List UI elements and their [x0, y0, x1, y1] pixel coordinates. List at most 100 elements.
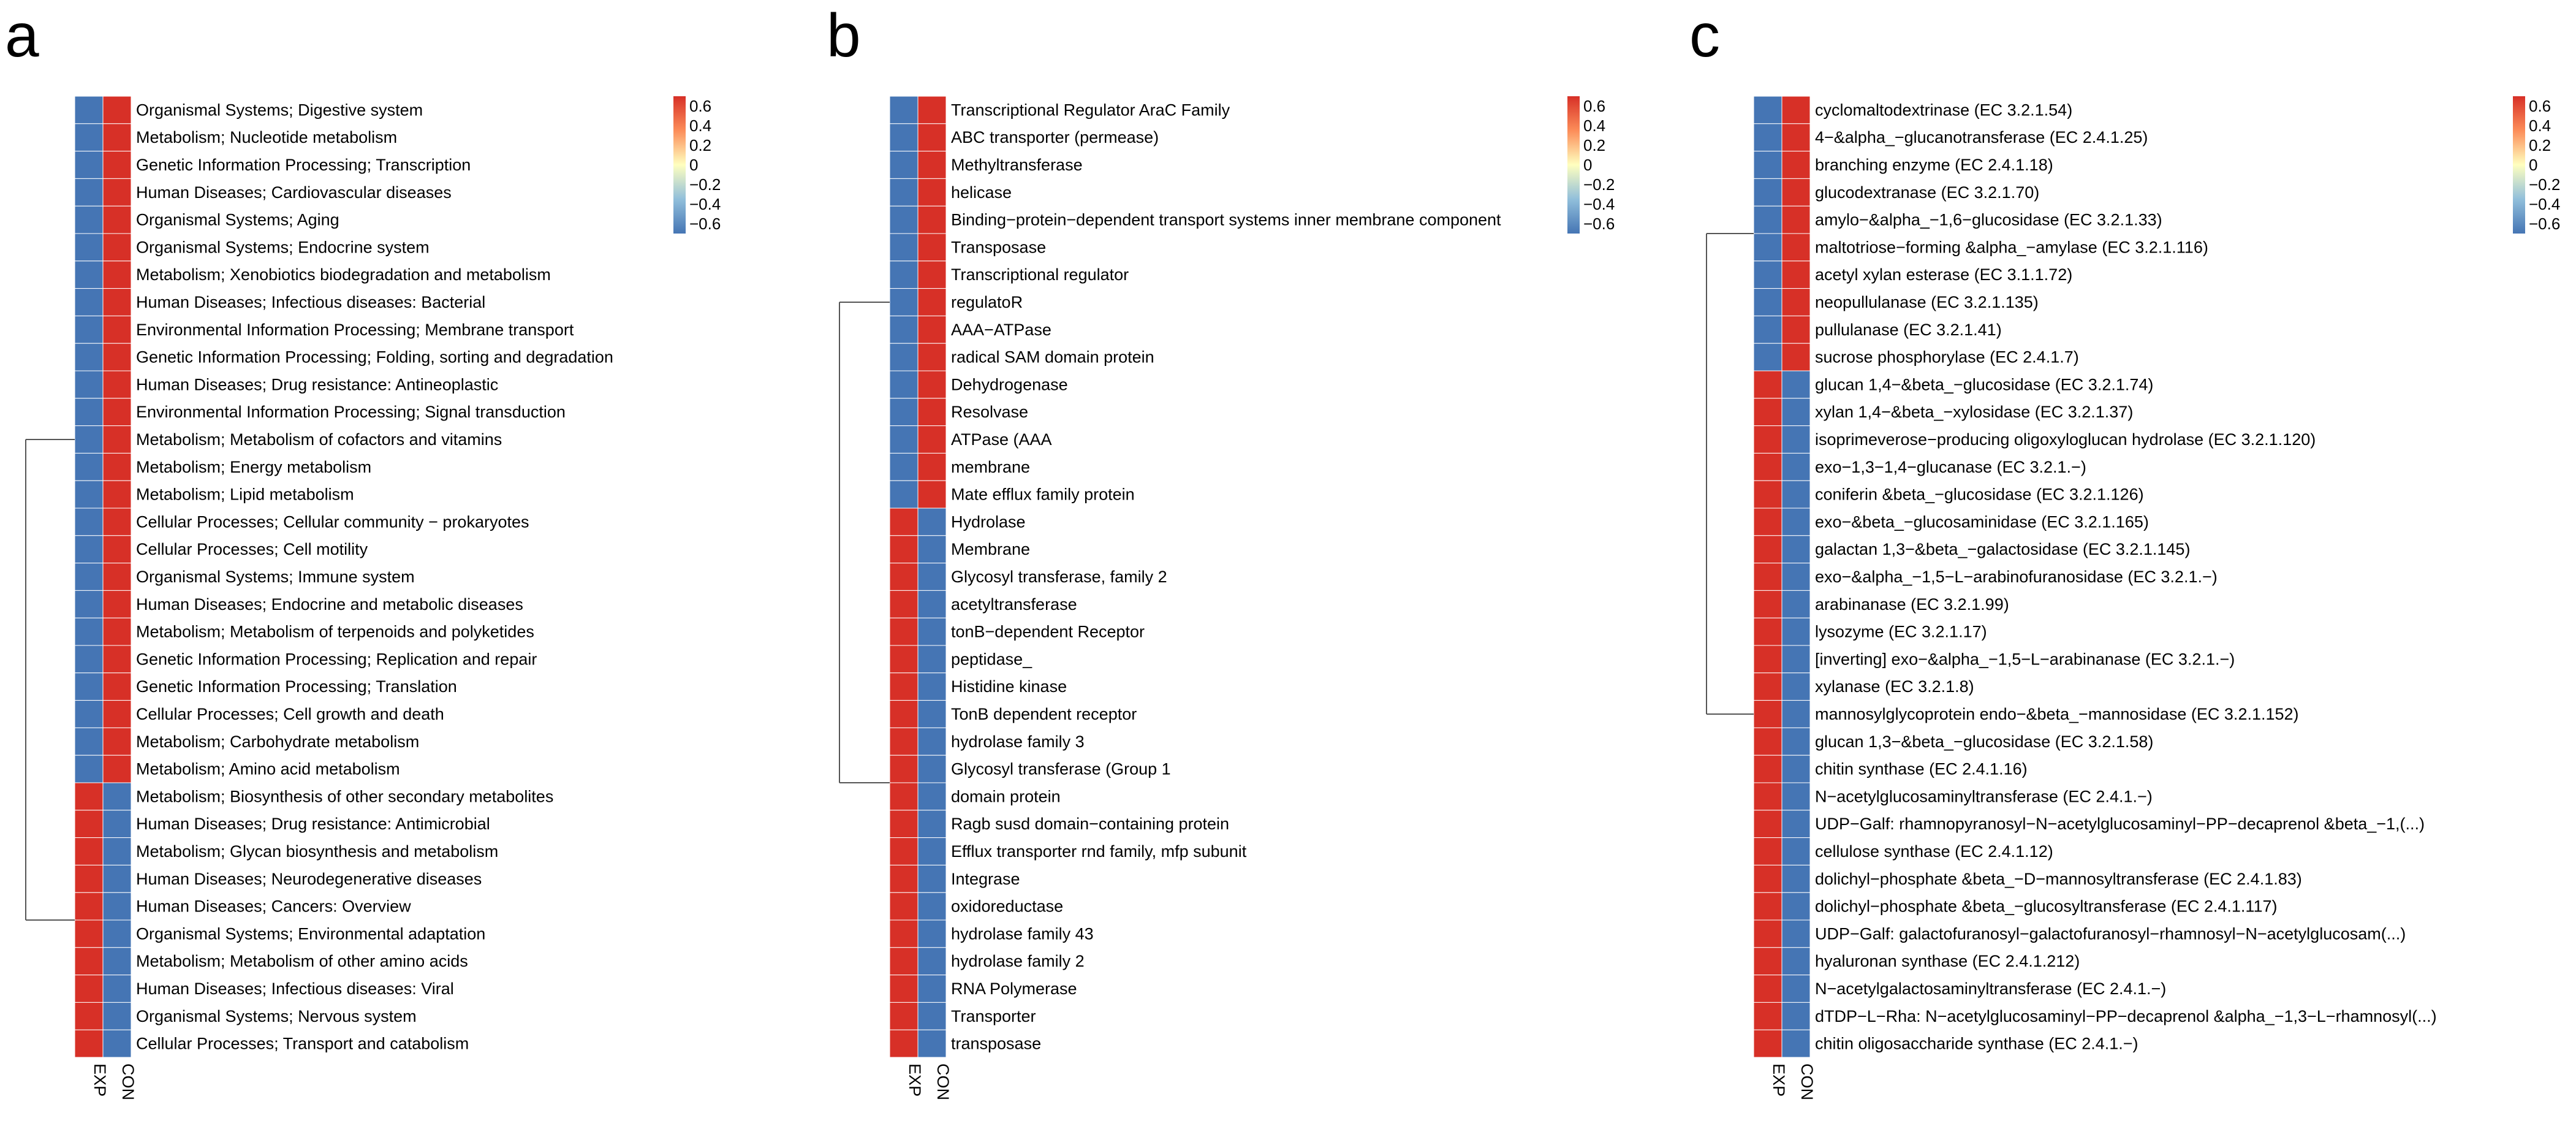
heatmap-cell: [1781, 123, 1811, 152]
color-legend-bar: [1567, 96, 1580, 234]
row-label: Human Diseases; Infectious diseases: Bac…: [136, 293, 485, 311]
heatmap-cell: [102, 892, 132, 921]
heatmap-cell: [1753, 864, 1782, 893]
row-label: dTDP−L−Rha: N−acetylglucosaminyl−PP−deca…: [1815, 1007, 2437, 1025]
heatmap-cell: [1753, 535, 1782, 564]
heatmap-cell: [102, 315, 132, 344]
heatmap-cell: [917, 672, 947, 701]
heatmap-cell: [102, 755, 132, 783]
panel-label: b: [827, 1, 861, 70]
heatmap-cell: [102, 370, 132, 399]
heatmap-cell: [917, 288, 947, 316]
row-label: Transposase: [951, 238, 1046, 256]
heatmap-cell: [917, 617, 947, 646]
heatmap-cell: [102, 452, 132, 481]
heatmap-cell: [74, 315, 104, 344]
row-label: AAA−ATPase: [951, 321, 1051, 339]
color-legend-tick-label: −0.6: [2529, 215, 2560, 233]
row-label: RNA Polymerase: [951, 980, 1077, 998]
row-label: Integrase: [951, 870, 1020, 888]
heatmap-cell: [1753, 96, 1782, 124]
heatmap-cell: [1781, 96, 1811, 124]
row-label: Genetic Information Processing; Replicat…: [136, 650, 537, 668]
heatmap-cell: [889, 370, 919, 399]
heatmap-cell: [917, 810, 947, 839]
heatmap-cell: [917, 205, 947, 234]
heatmap-cell: [74, 947, 104, 976]
row-label: hydrolase family 3: [951, 732, 1085, 751]
heatmap-cell: [889, 810, 919, 839]
heatmap-cell: [102, 810, 132, 839]
heatmap-cell: [1753, 288, 1782, 316]
heatmap-cell: [889, 590, 919, 618]
heatmap-cell: [917, 755, 947, 783]
row-label: maltotriose−forming &alpha_−amylase (EC …: [1815, 238, 2208, 256]
heatmap-cell: [917, 975, 947, 1003]
heatmap-cell: [917, 645, 947, 674]
heatmap-cell: [1781, 892, 1811, 921]
heatmap-cell: [102, 508, 132, 536]
color-legend-bar: [2513, 96, 2525, 234]
row-label: domain protein: [951, 787, 1061, 805]
heatmap-cell: [917, 480, 947, 509]
row-label: exo−&beta_−glucosaminidase (EC 3.2.1.165…: [1815, 512, 2149, 531]
color-legend-tick-label: 0.6: [2529, 97, 2551, 115]
color-legend-tick-label: 0.6: [689, 97, 711, 115]
heatmap-cell: [102, 261, 132, 289]
heatmap-cell: [74, 755, 104, 783]
heatmap-cell: [889, 700, 919, 728]
heatmap-cell: [1753, 315, 1782, 344]
row-label: mannosylglycoprotein endo−&beta_−mannosi…: [1815, 705, 2299, 723]
row-label: lysozyme (EC 3.2.1.17): [1815, 623, 1987, 641]
heatmap-cell: [102, 425, 132, 454]
heatmap-cell: [1781, 452, 1811, 481]
color-legend-tick-label: 0.4: [2529, 116, 2551, 135]
heatmap-cell: [74, 672, 104, 701]
heatmap-cell: [917, 398, 947, 427]
heatmap-cell: [1753, 617, 1782, 646]
heatmap-cell: [102, 151, 132, 179]
heatmap-cell: [1753, 755, 1782, 783]
row-label: Organismal Systems; Immune system: [136, 568, 415, 586]
row-label: Histidine kinase: [951, 677, 1067, 696]
row-label: ATPase (AAA: [951, 430, 1052, 449]
row-label: tonB−dependent Receptor: [951, 623, 1145, 641]
heatmap-cell: [102, 727, 132, 756]
heatmap-cell: [1753, 563, 1782, 591]
heatmap-cell: [1781, 425, 1811, 454]
heatmap-cell: [74, 590, 104, 618]
heatmap-cell: [1753, 837, 1782, 865]
row-label: Metabolism; Metabolism of terpenoids and…: [136, 623, 534, 641]
row-label: membrane: [951, 458, 1030, 476]
heatmap-cell: [1781, 261, 1811, 289]
heatmap-cell: [1781, 700, 1811, 728]
heatmap-cell: [1781, 288, 1811, 316]
row-label: TonB dependent receptor: [951, 705, 1137, 723]
heatmap-cell: [917, 151, 947, 179]
heatmap-cell: [917, 700, 947, 728]
row-label: peptidase_: [951, 650, 1032, 668]
row-label: Metabolism; Biosynthesis of other second…: [136, 787, 553, 805]
heatmap-cell: [917, 425, 947, 454]
heatmap-cell: [102, 947, 132, 976]
heatmap-cell: [889, 1002, 919, 1030]
row-label: Organismal Systems; Nervous system: [136, 1007, 417, 1025]
column-label: CON: [1798, 1063, 1816, 1100]
heatmap-cell: [889, 919, 919, 948]
row-label: dolichyl−phosphate &beta_−D−mannosyltran…: [1815, 870, 2302, 888]
heatmap-cell: [102, 205, 132, 234]
heatmap-cell: [889, 343, 919, 371]
heatmap-cell: [889, 480, 919, 509]
heatmap-cell: [1781, 837, 1811, 865]
heatmap-cell: [917, 178, 947, 207]
heatmap-cell: [74, 233, 104, 262]
heatmap-cell: [1753, 261, 1782, 289]
heatmap-cell: [1753, 947, 1782, 976]
heatmap-cell: [917, 452, 947, 481]
heatmap-cell: [74, 617, 104, 646]
row-label: chitin oligosaccharide synthase (EC 2.4.…: [1815, 1035, 2138, 1053]
heatmap-cell: [1781, 343, 1811, 371]
